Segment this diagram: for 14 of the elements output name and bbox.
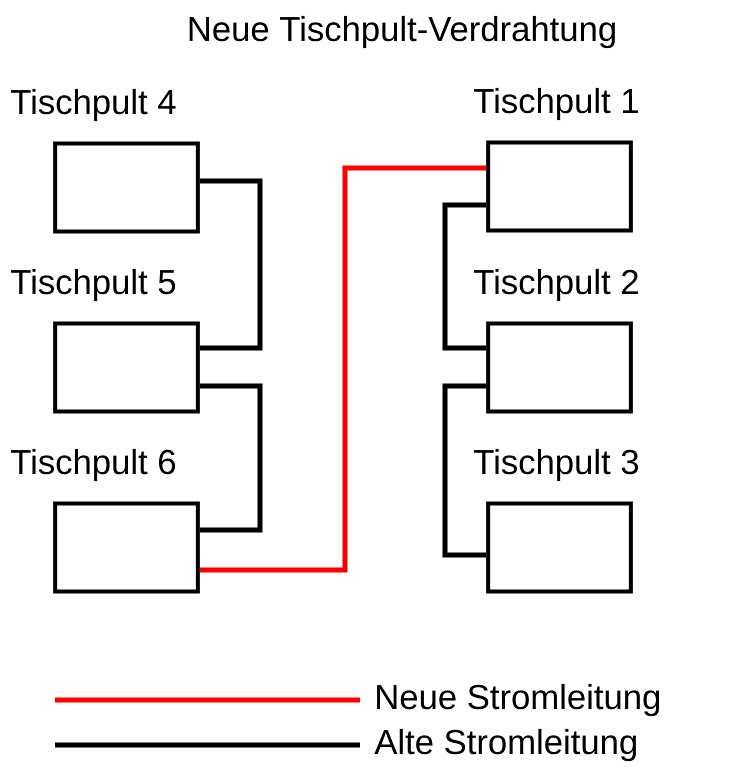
desk-label: Tischpult 2 [474, 268, 638, 302]
desk-label: Tischpult 6 [11, 448, 176, 482]
wire [200, 166, 486, 572]
legend-text: Neue Stromleitung [377, 684, 660, 716]
wire [442, 384, 486, 558]
desk-label: Tischpult 4 [11, 88, 176, 122]
wire [200, 178, 262, 350]
desk-label: Tischpult 5 [11, 268, 176, 302]
wire [200, 384, 262, 532]
wire [442, 202, 486, 350]
desk-label: Tischpult 1 [474, 88, 638, 120]
desk-label: Tischpult 3 [474, 448, 638, 482]
title: Neue Tischpult-Verdrahtung [190, 16, 615, 48]
legend-text: Alte Stromleitung [374, 728, 636, 762]
